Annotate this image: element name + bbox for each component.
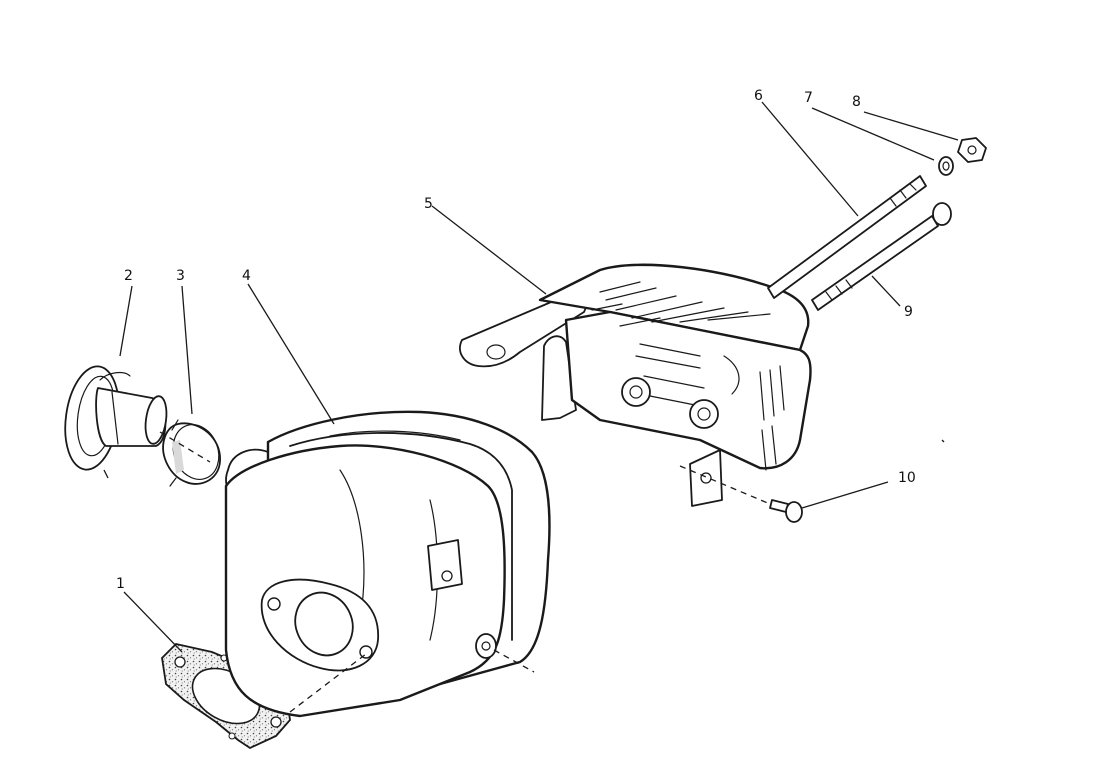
heat-shield-part <box>459 263 812 507</box>
leader-2 <box>119 285 133 357</box>
leader-6 <box>761 101 859 217</box>
callout-8: 8 <box>852 94 861 110</box>
leader-4 <box>247 283 335 425</box>
leader-5 <box>431 205 547 295</box>
callout-6: 6 <box>754 88 763 104</box>
stud-bolt-part <box>767 175 927 299</box>
callout-1: 1 <box>116 576 125 592</box>
nut-part <box>957 137 987 163</box>
clamp-part <box>162 419 221 487</box>
hex-bolt-part <box>811 202 952 311</box>
leader-3 <box>181 285 193 415</box>
muffler-body-part <box>224 410 551 718</box>
leader-8 <box>863 111 959 141</box>
gasket-part <box>161 643 291 750</box>
callout-10: 10 <box>898 470 916 486</box>
callout-4: 4 <box>242 268 251 284</box>
deflector-part <box>64 365 168 471</box>
screw-part <box>769 499 803 523</box>
callout-5: 5 <box>424 196 433 212</box>
leader-10 <box>801 481 889 509</box>
washer-part <box>938 156 954 176</box>
leader-9 <box>871 275 901 307</box>
callout-3: 3 <box>176 268 185 284</box>
callout-9: 9 <box>904 304 913 320</box>
leader-1 <box>123 591 183 653</box>
callout-labels: 1 2 3 4 5 6 7 8 9 10 <box>116 88 916 592</box>
callout-7: 7 <box>804 90 813 106</box>
callout-2: 2 <box>124 268 133 284</box>
leader-7 <box>811 107 935 161</box>
leader-lines <box>103 101 959 713</box>
